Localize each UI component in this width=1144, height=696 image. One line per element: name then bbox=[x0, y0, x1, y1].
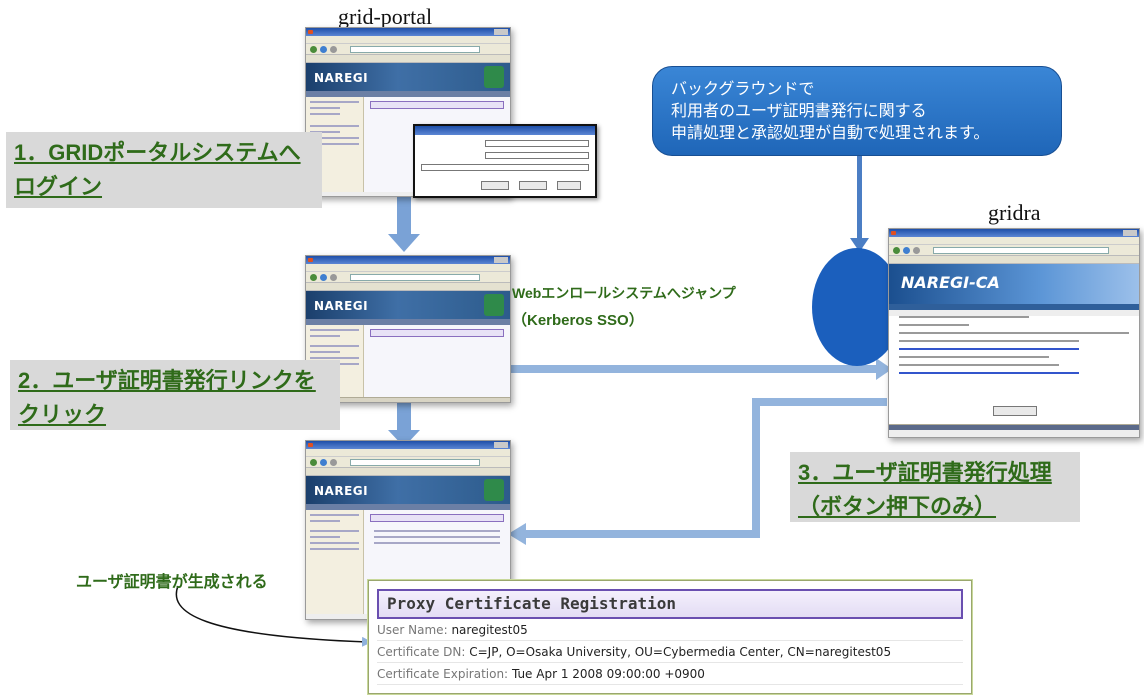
browser-gridra: NAREGI-CA bbox=[888, 228, 1140, 438]
grid-portal-label: grid-portal bbox=[338, 4, 433, 29]
jump-label: Webエンロールシステムへジャンプ （Kerberos SSO） bbox=[512, 283, 736, 330]
step-3-label: 3．ユーザ証明書発行処理 （ボタン押下のみ） bbox=[790, 452, 1080, 522]
callout-line-2: 利用者のユーザ証明書発行に関する bbox=[671, 103, 927, 120]
certificate-generated-note: ユーザ証明書が生成される bbox=[76, 574, 268, 591]
step-2-label: 2．ユーザ証明書発行リンクを クリック bbox=[10, 360, 340, 430]
proxy-row-user-name: User Name: naregitest05 bbox=[377, 619, 963, 641]
login-dialog bbox=[413, 124, 597, 198]
process-ellipse bbox=[812, 248, 902, 366]
note-pointer-curve bbox=[175, 585, 372, 647]
arrow-jump-to-gridra bbox=[510, 358, 892, 380]
step-1-line-1: 1．GRIDポータルシステムへ bbox=[14, 140, 301, 165]
ca-logo: NAREGI-CA bbox=[901, 273, 1000, 292]
portal-logo: NAREGI bbox=[314, 299, 369, 313]
step-1-line-2: ログイン bbox=[14, 174, 103, 199]
jump-label-line-2: （Kerberos SSO） bbox=[512, 312, 644, 329]
step-2-line-1: 2．ユーザ証明書発行リンクを bbox=[18, 368, 316, 393]
arrow-callout-down bbox=[850, 150, 869, 252]
gridra-label: gridra bbox=[988, 200, 1041, 225]
step-1-label: 1．GRIDポータルシステムへ ログイン bbox=[6, 132, 322, 208]
callout-line-3: 申請処理と承認処理が自動で処理されます。 bbox=[671, 125, 990, 142]
background-process-callout: バックグラウンドで 利用者のユーザ証明書発行に関する 申請処理と承認処理が自動で… bbox=[652, 66, 1062, 156]
proxy-row-certificate-expiration: Certificate Expiration: Tue Apr 1 2008 0… bbox=[377, 663, 963, 685]
arrow-return-to-portal bbox=[508, 398, 887, 545]
portal-logo: NAREGI bbox=[314, 484, 369, 498]
jump-label-line-1: Webエンロールシステムへジャンプ bbox=[512, 285, 736, 301]
step-3-line-2: （ボタン押下のみ） bbox=[798, 494, 997, 519]
step-3-line-1: 3．ユーザ証明書発行処理 bbox=[798, 460, 1052, 485]
callout-line-1: バックグラウンドで bbox=[671, 81, 815, 98]
proxy-certificate-panel: Proxy Certificate Registration User Name… bbox=[368, 580, 972, 694]
arrow-down-2 bbox=[388, 402, 420, 447]
step-2-line-2: クリック bbox=[18, 402, 107, 427]
proxy-row-certificate-dn: Certificate DN: C=JP, O=Osaka University… bbox=[377, 641, 963, 663]
arrow-down-1 bbox=[388, 196, 420, 252]
portal-logo: NAREGI bbox=[314, 71, 369, 85]
proxy-panel-title: Proxy Certificate Registration bbox=[377, 589, 963, 619]
